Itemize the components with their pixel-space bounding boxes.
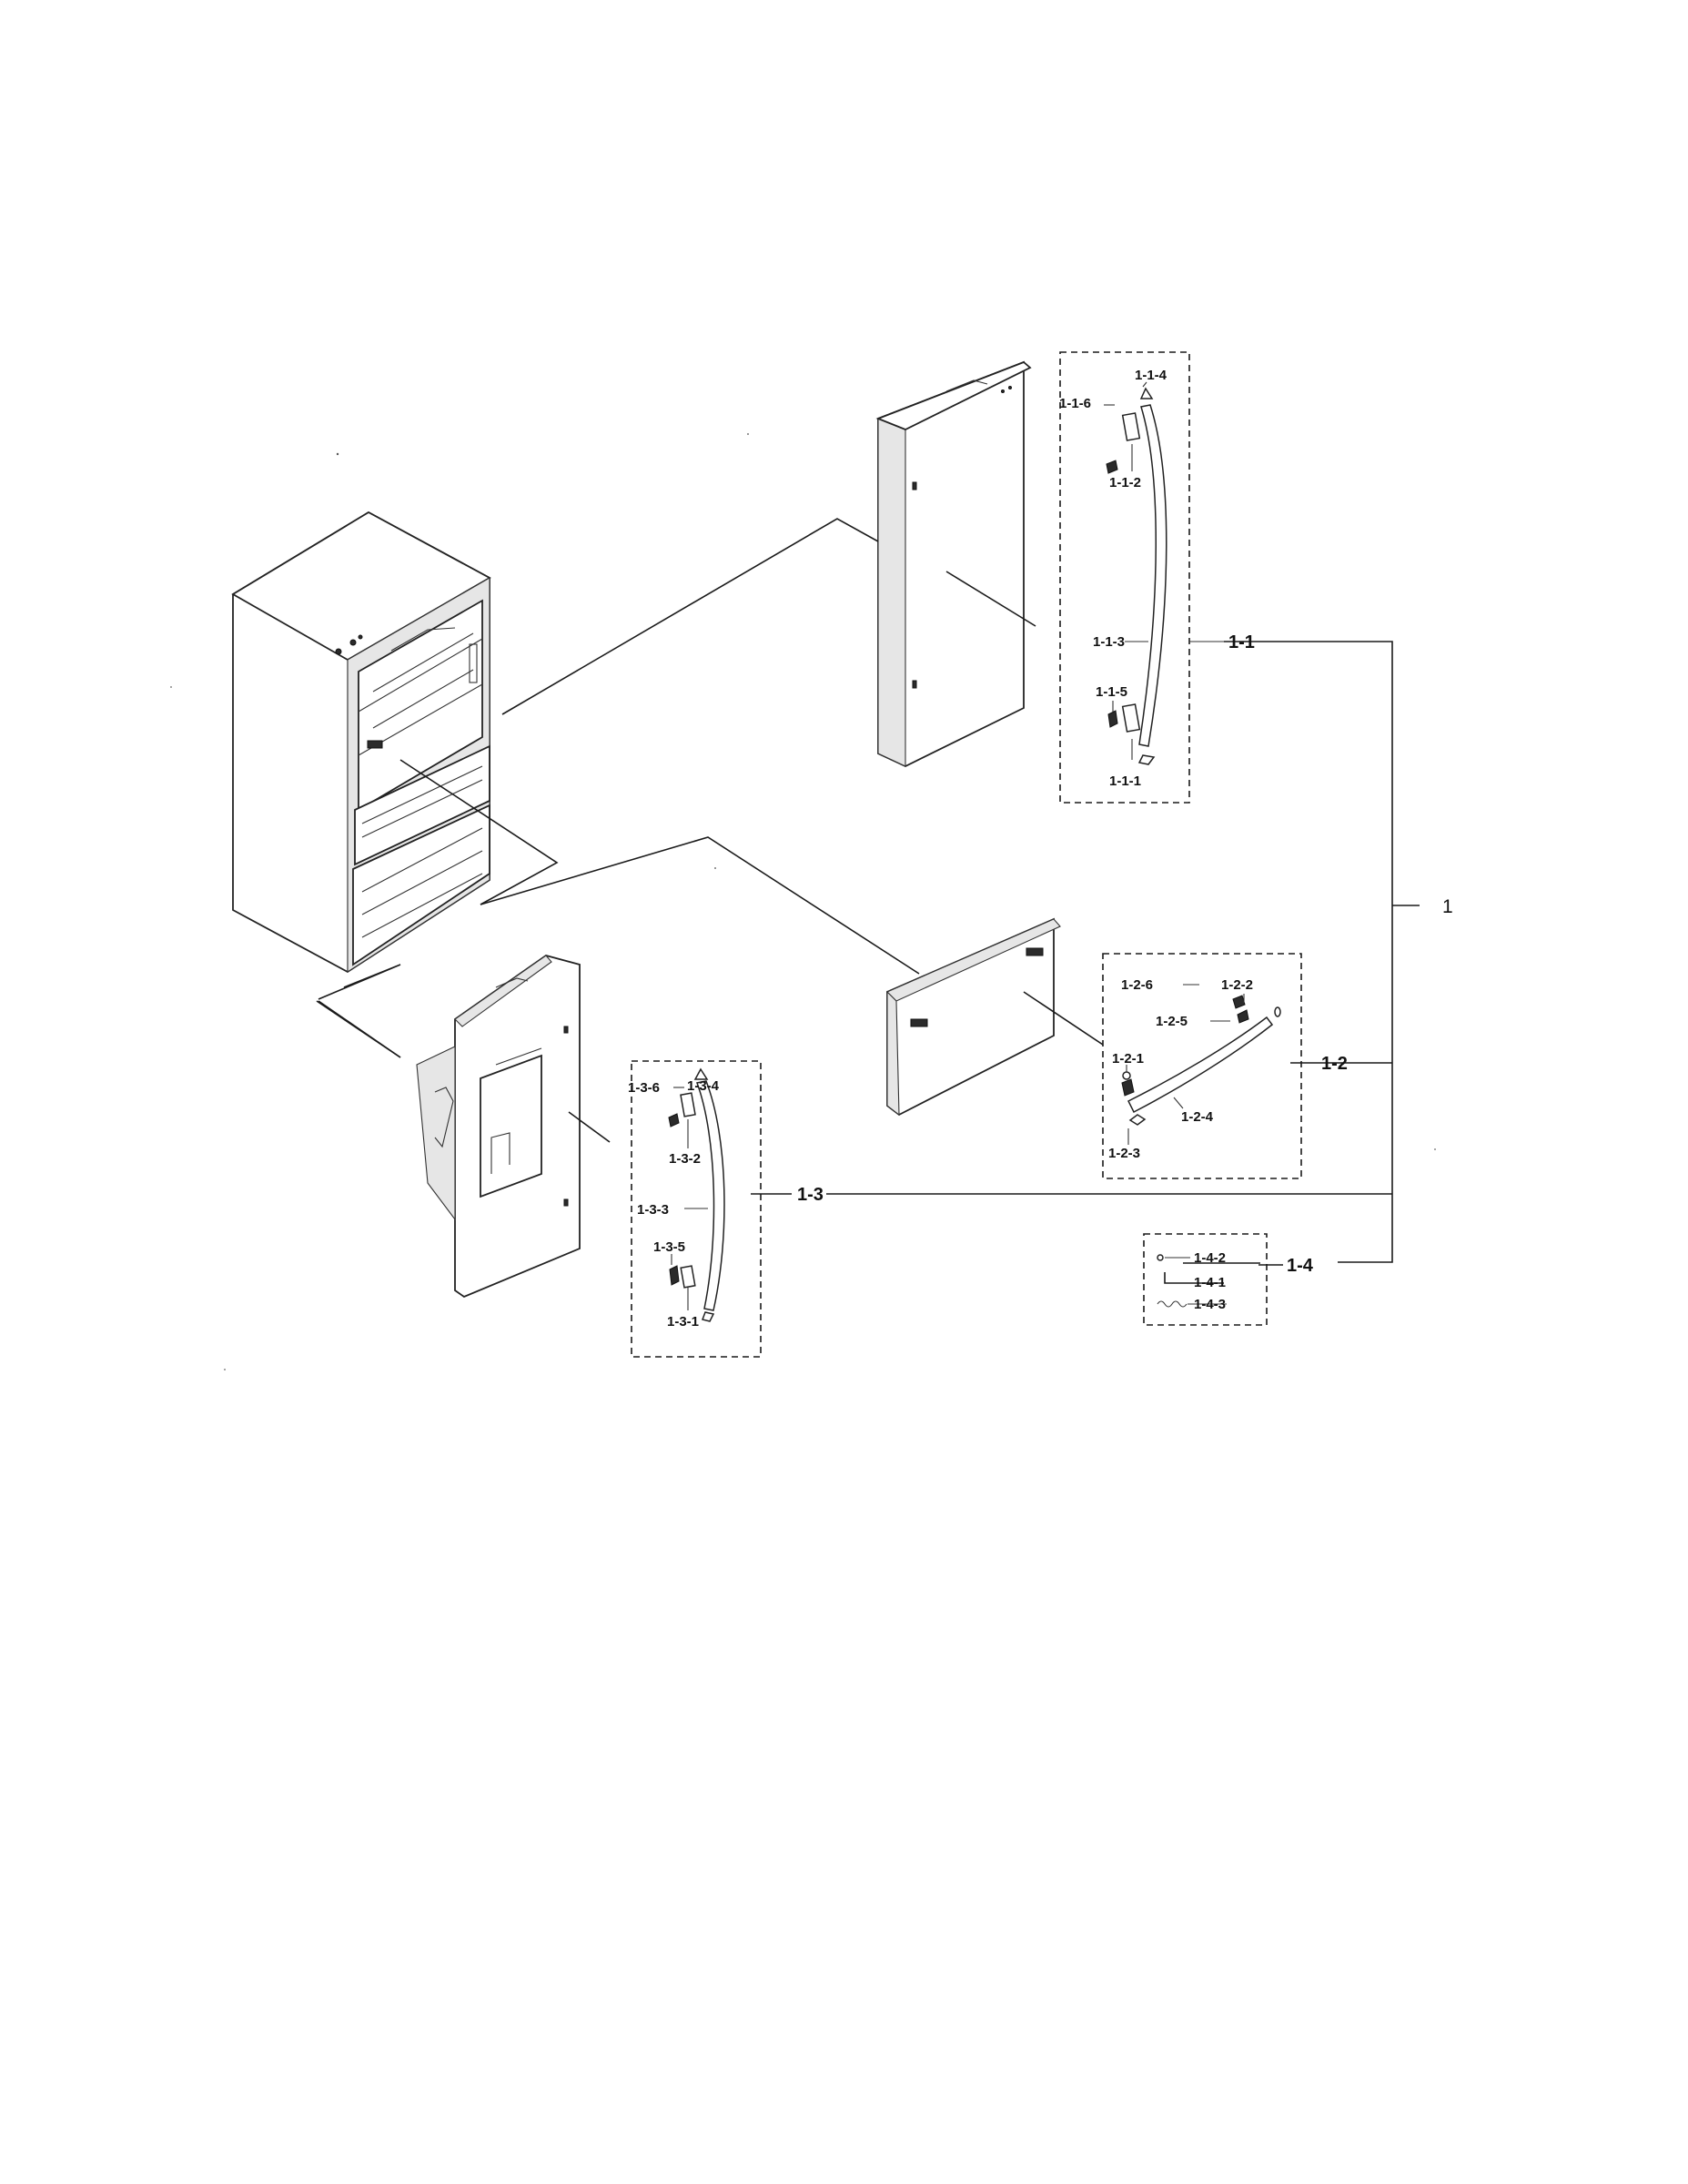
- label-1-1-4: 1-1-4: [1135, 368, 1167, 383]
- label-1-2-4: 1-2-4: [1181, 1109, 1214, 1125]
- label-1-3-5: 1-3-5: [653, 1239, 685, 1255]
- label-1-3-2: 1-3-2: [669, 1151, 701, 1167]
- scan-specks: [170, 433, 1436, 1370]
- label-1-2-6: 1-2-6: [1121, 977, 1153, 993]
- label-1-4-1: 1-4-1: [1194, 1275, 1226, 1290]
- label-1-1-1: 1-1-1: [1109, 774, 1141, 789]
- parts-box-1-3: [631, 1060, 762, 1358]
- label-1-1-5: 1-1-5: [1096, 684, 1127, 700]
- label-1-2: 1-2: [1321, 1054, 1348, 1074]
- label-1-2-2: 1-2-2: [1221, 977, 1253, 993]
- refrigerator-cabinet: [231, 511, 491, 974]
- label-1-2-1: 1-2-1: [1112, 1051, 1144, 1067]
- right-fridge-door: [875, 360, 1032, 767]
- part-labels: 1-1-6 1-1-4 1-1-2 1-1-3 1-1-5 1-1-1 1-1 …: [628, 368, 1453, 1330]
- label-1-2-3: 1-2-3: [1108, 1146, 1140, 1161]
- label-1-1-3: 1-1-3: [1093, 634, 1125, 650]
- label-1-1-6: 1-1-6: [1059, 396, 1091, 411]
- label-1-1: 1-1: [1228, 632, 1255, 652]
- label-1-4-2: 1-4-2: [1194, 1250, 1226, 1266]
- label-1-2-5: 1-2-5: [1156, 1014, 1188, 1029]
- parts-box-1-4: [1143, 1233, 1268, 1326]
- label-1-1-2: 1-1-2: [1109, 475, 1141, 490]
- parts-box-1-2: [1102, 953, 1302, 1179]
- leader-lines: [316, 518, 1420, 1266]
- label-1-3-1: 1-3-1: [667, 1314, 699, 1330]
- label-1-3-4: 1-3-4: [687, 1078, 720, 1094]
- label-1-4: 1-4: [1287, 1256, 1314, 1276]
- label-1-3-3: 1-3-3: [637, 1202, 669, 1218]
- freezer-drawer-front: [886, 917, 1061, 1117]
- label-1-3-6: 1-3-6: [628, 1080, 660, 1096]
- label-assembly-1: 1: [1442, 896, 1453, 917]
- label-1-3: 1-3: [797, 1185, 824, 1205]
- parts-box-1-1: [1059, 351, 1224, 804]
- label-1-4-3: 1-4-3: [1194, 1297, 1226, 1312]
- left-fridge-door-with-dispenser: [416, 955, 581, 1299]
